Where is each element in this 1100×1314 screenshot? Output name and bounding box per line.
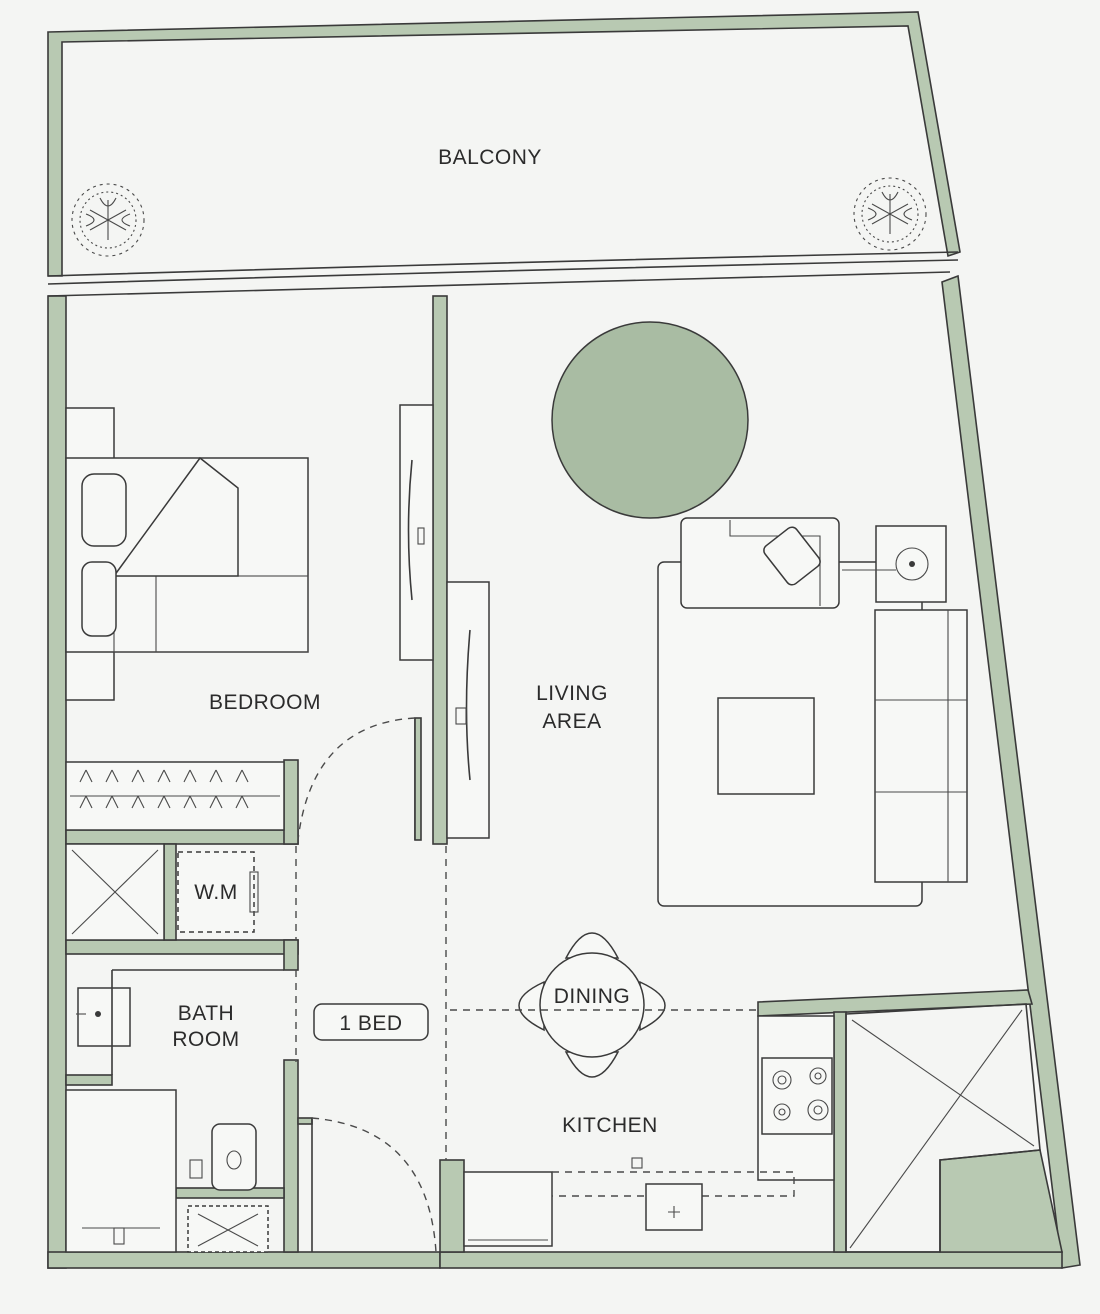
kitchen-counter (463, 1171, 795, 1247)
label-bath-2: ROOM (172, 1028, 239, 1051)
sofa-icon (657, 561, 968, 907)
label-unit-tag: 1 BED (339, 1012, 402, 1035)
label-living-1: LIVING (536, 682, 608, 705)
shower-cabinet (187, 1205, 269, 1253)
label-bath-1: BATH (178, 1002, 234, 1025)
wardrobe-icon (65, 761, 285, 831)
bedroom-door-swing (297, 717, 422, 841)
entrance-door-swing (297, 1117, 437, 1253)
bath-inner-wall (111, 969, 284, 1075)
label-living-2: AREA (542, 710, 601, 733)
bottom-wall-right (439, 1251, 1063, 1269)
exterior-walls (47, 11, 1081, 1269)
balcony-glazing (47, 251, 959, 297)
label-dining: DINING (554, 985, 631, 1008)
label-bedroom: BEDROOM (209, 691, 321, 714)
living-tv-unit (446, 581, 490, 839)
round-rug (551, 321, 749, 519)
plant-left-icon (71, 183, 145, 257)
toilet-icon (189, 1123, 257, 1191)
interior-walls (65, 295, 1063, 1253)
label-kitchen: KITCHEN (562, 1114, 658, 1137)
store-cupboard (65, 843, 165, 941)
bedroom-tv-unit (399, 404, 434, 661)
label-balcony: BALCONY (438, 146, 542, 169)
utility-cupboard (845, 1003, 1041, 1253)
bathtub-icon (65, 1089, 177, 1253)
cooktop-icon (757, 1015, 835, 1181)
washing-machine-icon (177, 851, 259, 933)
bed-icon (65, 407, 309, 701)
label-wm: W.M (194, 881, 238, 904)
right-wall (941, 274, 1081, 1269)
bottom-wall (47, 1251, 441, 1269)
dining-table-icon (518, 932, 666, 1078)
lamp-table-icon (842, 525, 947, 603)
left-wall (47, 295, 67, 1269)
balcony-frame (47, 11, 961, 277)
armchair-icon (680, 517, 840, 609)
unit-tag-badge: 1 BED (313, 1003, 429, 1041)
sink-icon (631, 1157, 703, 1231)
basin-cabinet-icon (76, 987, 131, 1047)
plant-right-icon (853, 177, 927, 251)
